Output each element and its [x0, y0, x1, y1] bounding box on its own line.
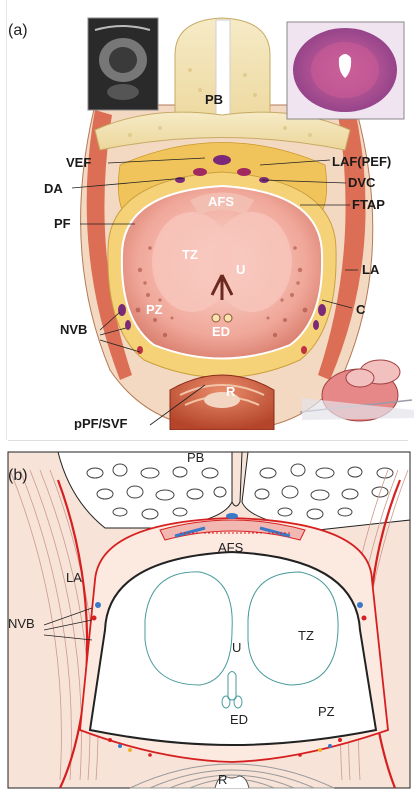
label-b-nvb: NVB: [8, 616, 35, 631]
panel-a-left-rule: [6, 0, 7, 440]
label-r: R: [226, 384, 236, 399]
label-b-pb: PB: [187, 450, 204, 465]
label-b-tz: TZ: [298, 628, 314, 643]
label-b-ed: ED: [230, 712, 248, 727]
label-ppf: pPF/SVF: [74, 416, 128, 430]
label-b-pz: PZ: [318, 704, 335, 719]
label-da: DA: [44, 181, 63, 196]
label-dvc: DVC: [348, 175, 376, 190]
panel-a-labels: (a) PB VEF LAF(PEF) DA DVC AFS FTAP PF T…: [0, 0, 417, 430]
panel-b-letter: (b): [8, 467, 28, 484]
label-pf: PF: [54, 216, 71, 231]
panel-b-labels: (b) PB AFS LA NVB TZ U ED PZ R: [0, 440, 417, 790]
label-b-la: LA: [66, 570, 82, 585]
label-b-afs: AFS: [218, 540, 244, 555]
label-laf: LAF(PEF): [332, 154, 391, 169]
label-pb: PB: [205, 92, 223, 107]
label-c: C: [356, 302, 366, 317]
label-afs: AFS: [208, 194, 234, 209]
label-nvb: NVB: [60, 322, 87, 337]
label-la: LA: [362, 262, 380, 277]
label-u: U: [236, 262, 245, 277]
label-b-r: R: [218, 772, 227, 787]
label-vef: VEF: [66, 155, 91, 170]
label-ftap: FTAP: [352, 197, 385, 212]
label-b-u: U: [232, 640, 241, 655]
label-tz: TZ: [182, 247, 198, 262]
label-pz: PZ: [146, 302, 163, 317]
label-ed: ED: [212, 324, 230, 339]
panel-a-letter: (a): [8, 22, 28, 39]
